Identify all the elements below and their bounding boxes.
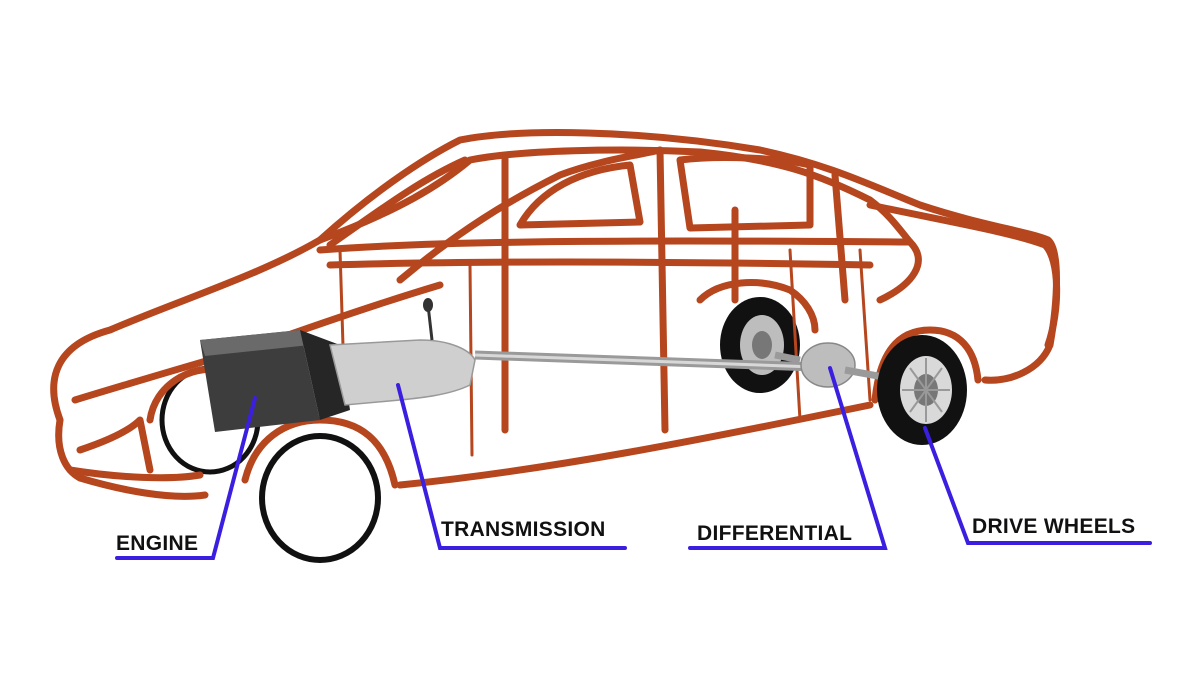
far-rear-wheel (720, 297, 800, 393)
leader-lines (115, 366, 1152, 560)
near-front-wheel (259, 433, 381, 563)
differential-leader (688, 366, 888, 550)
differential-label: DIFFERENTIAL (697, 522, 853, 545)
transmission-housing (329, 298, 476, 406)
drive-wheels-label: DRIVE WHEELS (972, 515, 1136, 538)
engine-label: ENGINE (116, 532, 199, 555)
car-frame (50, 129, 1061, 500)
transmission-label: TRANSMISSION (441, 518, 606, 541)
driveshaft (474, 350, 816, 372)
transmission-leader (396, 383, 627, 550)
engine-block (200, 330, 350, 432)
differential-housing (774, 342, 901, 388)
near-rear-wheel (877, 335, 967, 445)
drive-wheels-leader (923, 426, 1152, 545)
engine-leader (115, 396, 257, 560)
